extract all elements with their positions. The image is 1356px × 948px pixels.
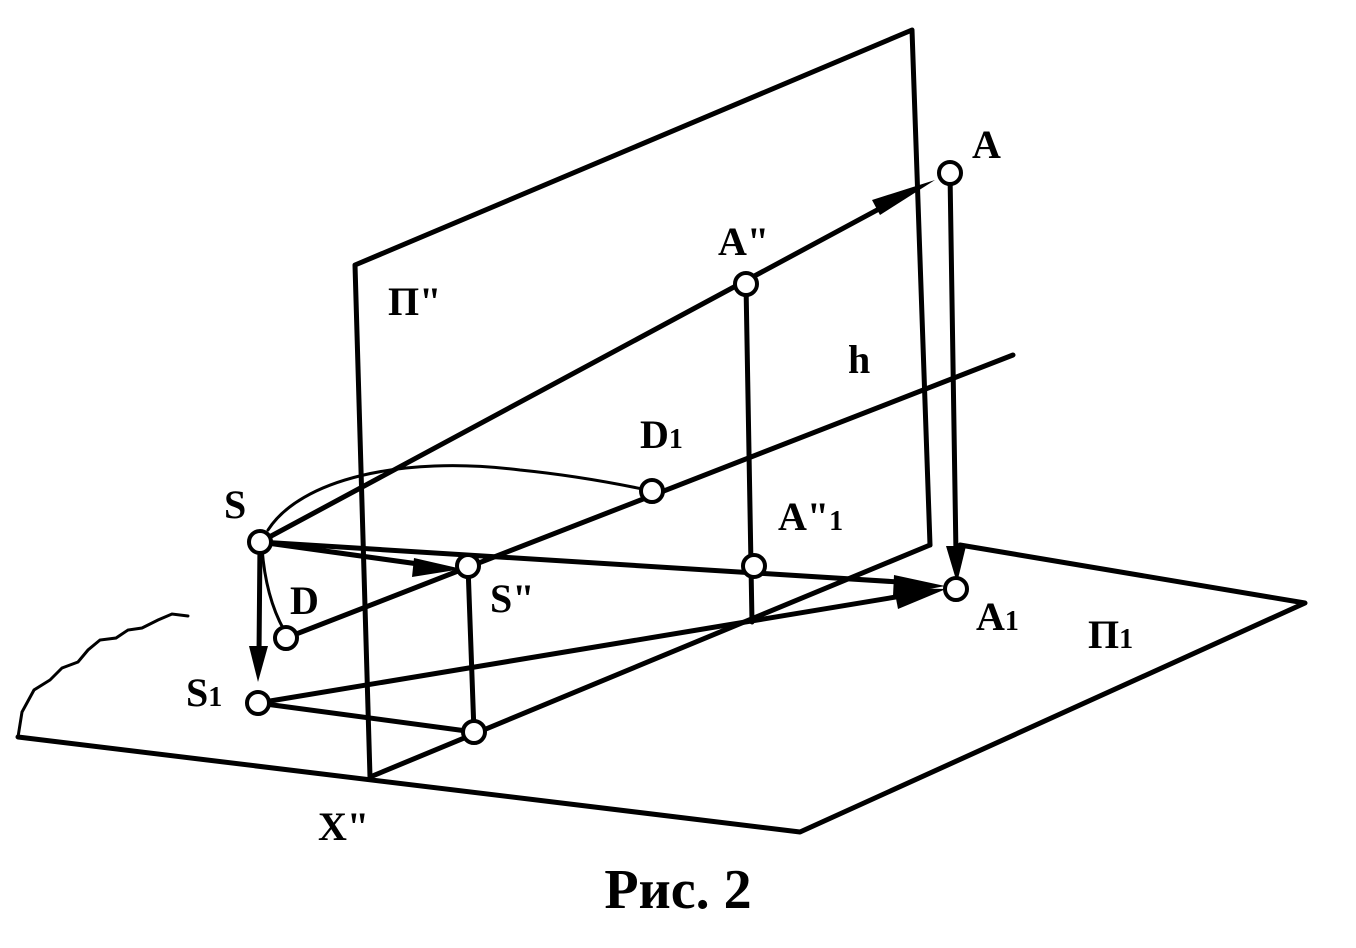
point-d — [273, 625, 299, 651]
label-d: D — [290, 578, 319, 623]
label-a: A — [972, 122, 1001, 167]
ray-s-a1 — [257, 539, 918, 586]
label-plane-horizontal: П1 — [1088, 612, 1133, 657]
arc-s-d1 — [266, 464, 654, 532]
point-x-proj — [461, 719, 487, 745]
ray-s-s1 — [256, 539, 263, 658]
point-a-prime-1 — [741, 553, 767, 579]
label-a-prime-1: A"1 — [778, 494, 843, 539]
projector-a — [947, 170, 959, 558]
point-a1 — [943, 576, 969, 602]
label-s1: S1 — [186, 670, 222, 715]
arrowhead-s1 — [249, 646, 268, 682]
ray-s-sprime — [257, 539, 443, 570]
ray-s-a — [257, 192, 908, 545]
label-s: S — [224, 482, 246, 527]
point-s1 — [245, 690, 271, 716]
arrowhead-a-down — [946, 546, 966, 583]
arrowhead-a1-bottom — [894, 588, 946, 609]
point-a-prime — [733, 271, 759, 297]
horizontal-plane-outline — [15, 542, 1308, 835]
point-d1 — [639, 478, 665, 504]
arrowhead-a — [872, 180, 935, 215]
point-s — [247, 529, 273, 555]
label-a-prime: A" — [718, 219, 769, 264]
frontal-plane-outline — [352, 27, 933, 780]
projector-sprime — [465, 563, 477, 735]
arrowhead-sprime — [412, 558, 462, 577]
label-d1: D1 — [640, 412, 683, 457]
ray-s1-a1 — [255, 590, 923, 706]
point-a — [937, 160, 963, 186]
segment-s1-x — [255, 700, 477, 735]
label-s-prime: S" — [490, 576, 534, 621]
label-a1: A1 — [976, 594, 1019, 639]
arc-s-d — [260, 546, 286, 632]
figure-caption: Рис. 2 — [604, 859, 752, 921]
point-s-prime — [455, 553, 481, 579]
label-line-h: h — [848, 337, 870, 382]
label-plane-frontal: П" — [388, 279, 441, 324]
label-axis-x: X" — [318, 804, 369, 849]
torn-edge — [16, 612, 190, 739]
